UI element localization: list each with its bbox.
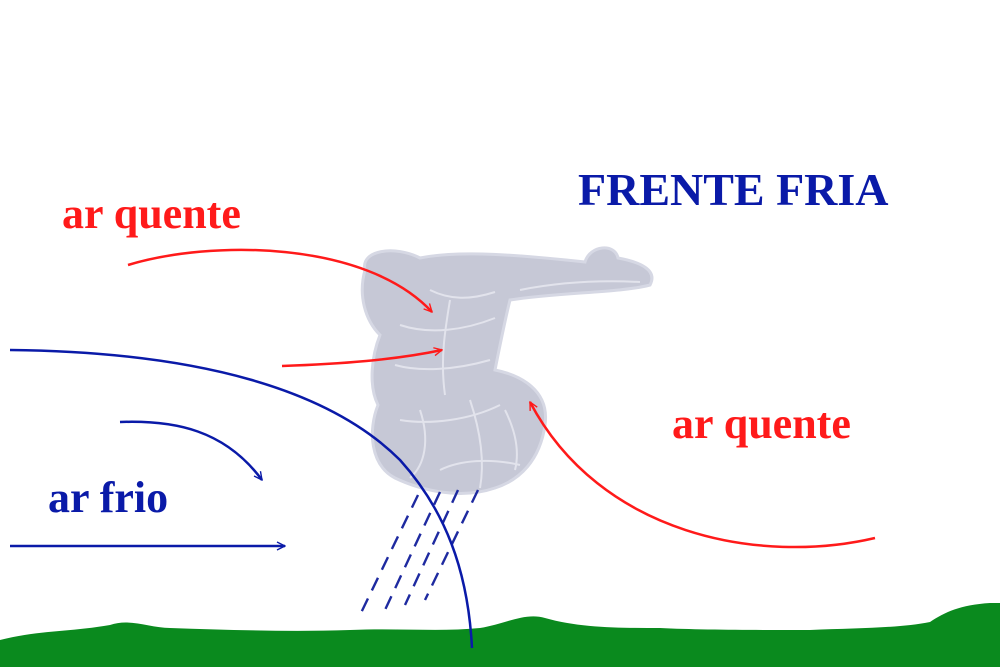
warm-air-arrow-right [528, 402, 876, 549]
ground [0, 603, 1000, 667]
warm-air-arrow-upper [127, 248, 432, 312]
rain-streaks [358, 489, 480, 616]
storm-cloud [360, 246, 654, 495]
cold-air-arrow-curved [119, 420, 264, 480]
warm-air-label-left: ar quente [62, 189, 241, 238]
cold-air-label: ar frio [48, 473, 168, 522]
warm-air-arrow-middle [281, 350, 442, 368]
diagram-title: FRENTE FRIA [578, 164, 889, 215]
cold-front-boundary [9, 348, 474, 649]
warm-air-label-right: ar quente [672, 399, 851, 448]
